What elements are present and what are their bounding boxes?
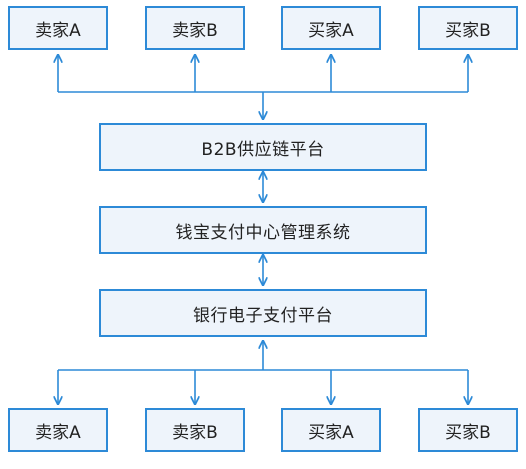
bottom-buyer-b-label: 买家B: [445, 422, 491, 443]
bottom-seller-b-box: 卖家B: [145, 408, 245, 452]
b2b-platform-box: B2B供应链平台: [99, 123, 427, 171]
top-buyer-a-label: 买家A: [308, 20, 354, 41]
bottom-buyer-b-box: 买家B: [418, 408, 518, 452]
b2b-platform-label: B2B供应链平台: [201, 139, 325, 160]
payment-center-label: 钱宝支付中心管理系统: [175, 222, 351, 243]
payment-center-box: 钱宝支付中心管理系统: [99, 206, 427, 254]
top-seller-b-box: 卖家B: [145, 6, 245, 50]
bottom-seller-b-label: 卖家B: [172, 422, 218, 443]
top-buyer-b-label: 买家B: [445, 20, 491, 41]
top-buyer-b-box: 买家B: [418, 6, 518, 50]
top-seller-b-label: 卖家B: [172, 20, 218, 41]
bottom-seller-a-label: 卖家A: [35, 422, 81, 443]
bottom-buyer-a-box: 买家A: [281, 408, 381, 452]
top-buyer-a-box: 买家A: [281, 6, 381, 50]
bank-payment-platform-label: 银行电子支付平台: [193, 305, 333, 326]
bottom-buyer-a-label: 买家A: [308, 422, 354, 443]
bottom-seller-a-box: 卖家A: [8, 408, 108, 452]
bank-payment-platform-box: 银行电子支付平台: [99, 289, 427, 337]
top-seller-a-label: 卖家A: [35, 20, 81, 41]
top-seller-a-box: 卖家A: [8, 6, 108, 50]
